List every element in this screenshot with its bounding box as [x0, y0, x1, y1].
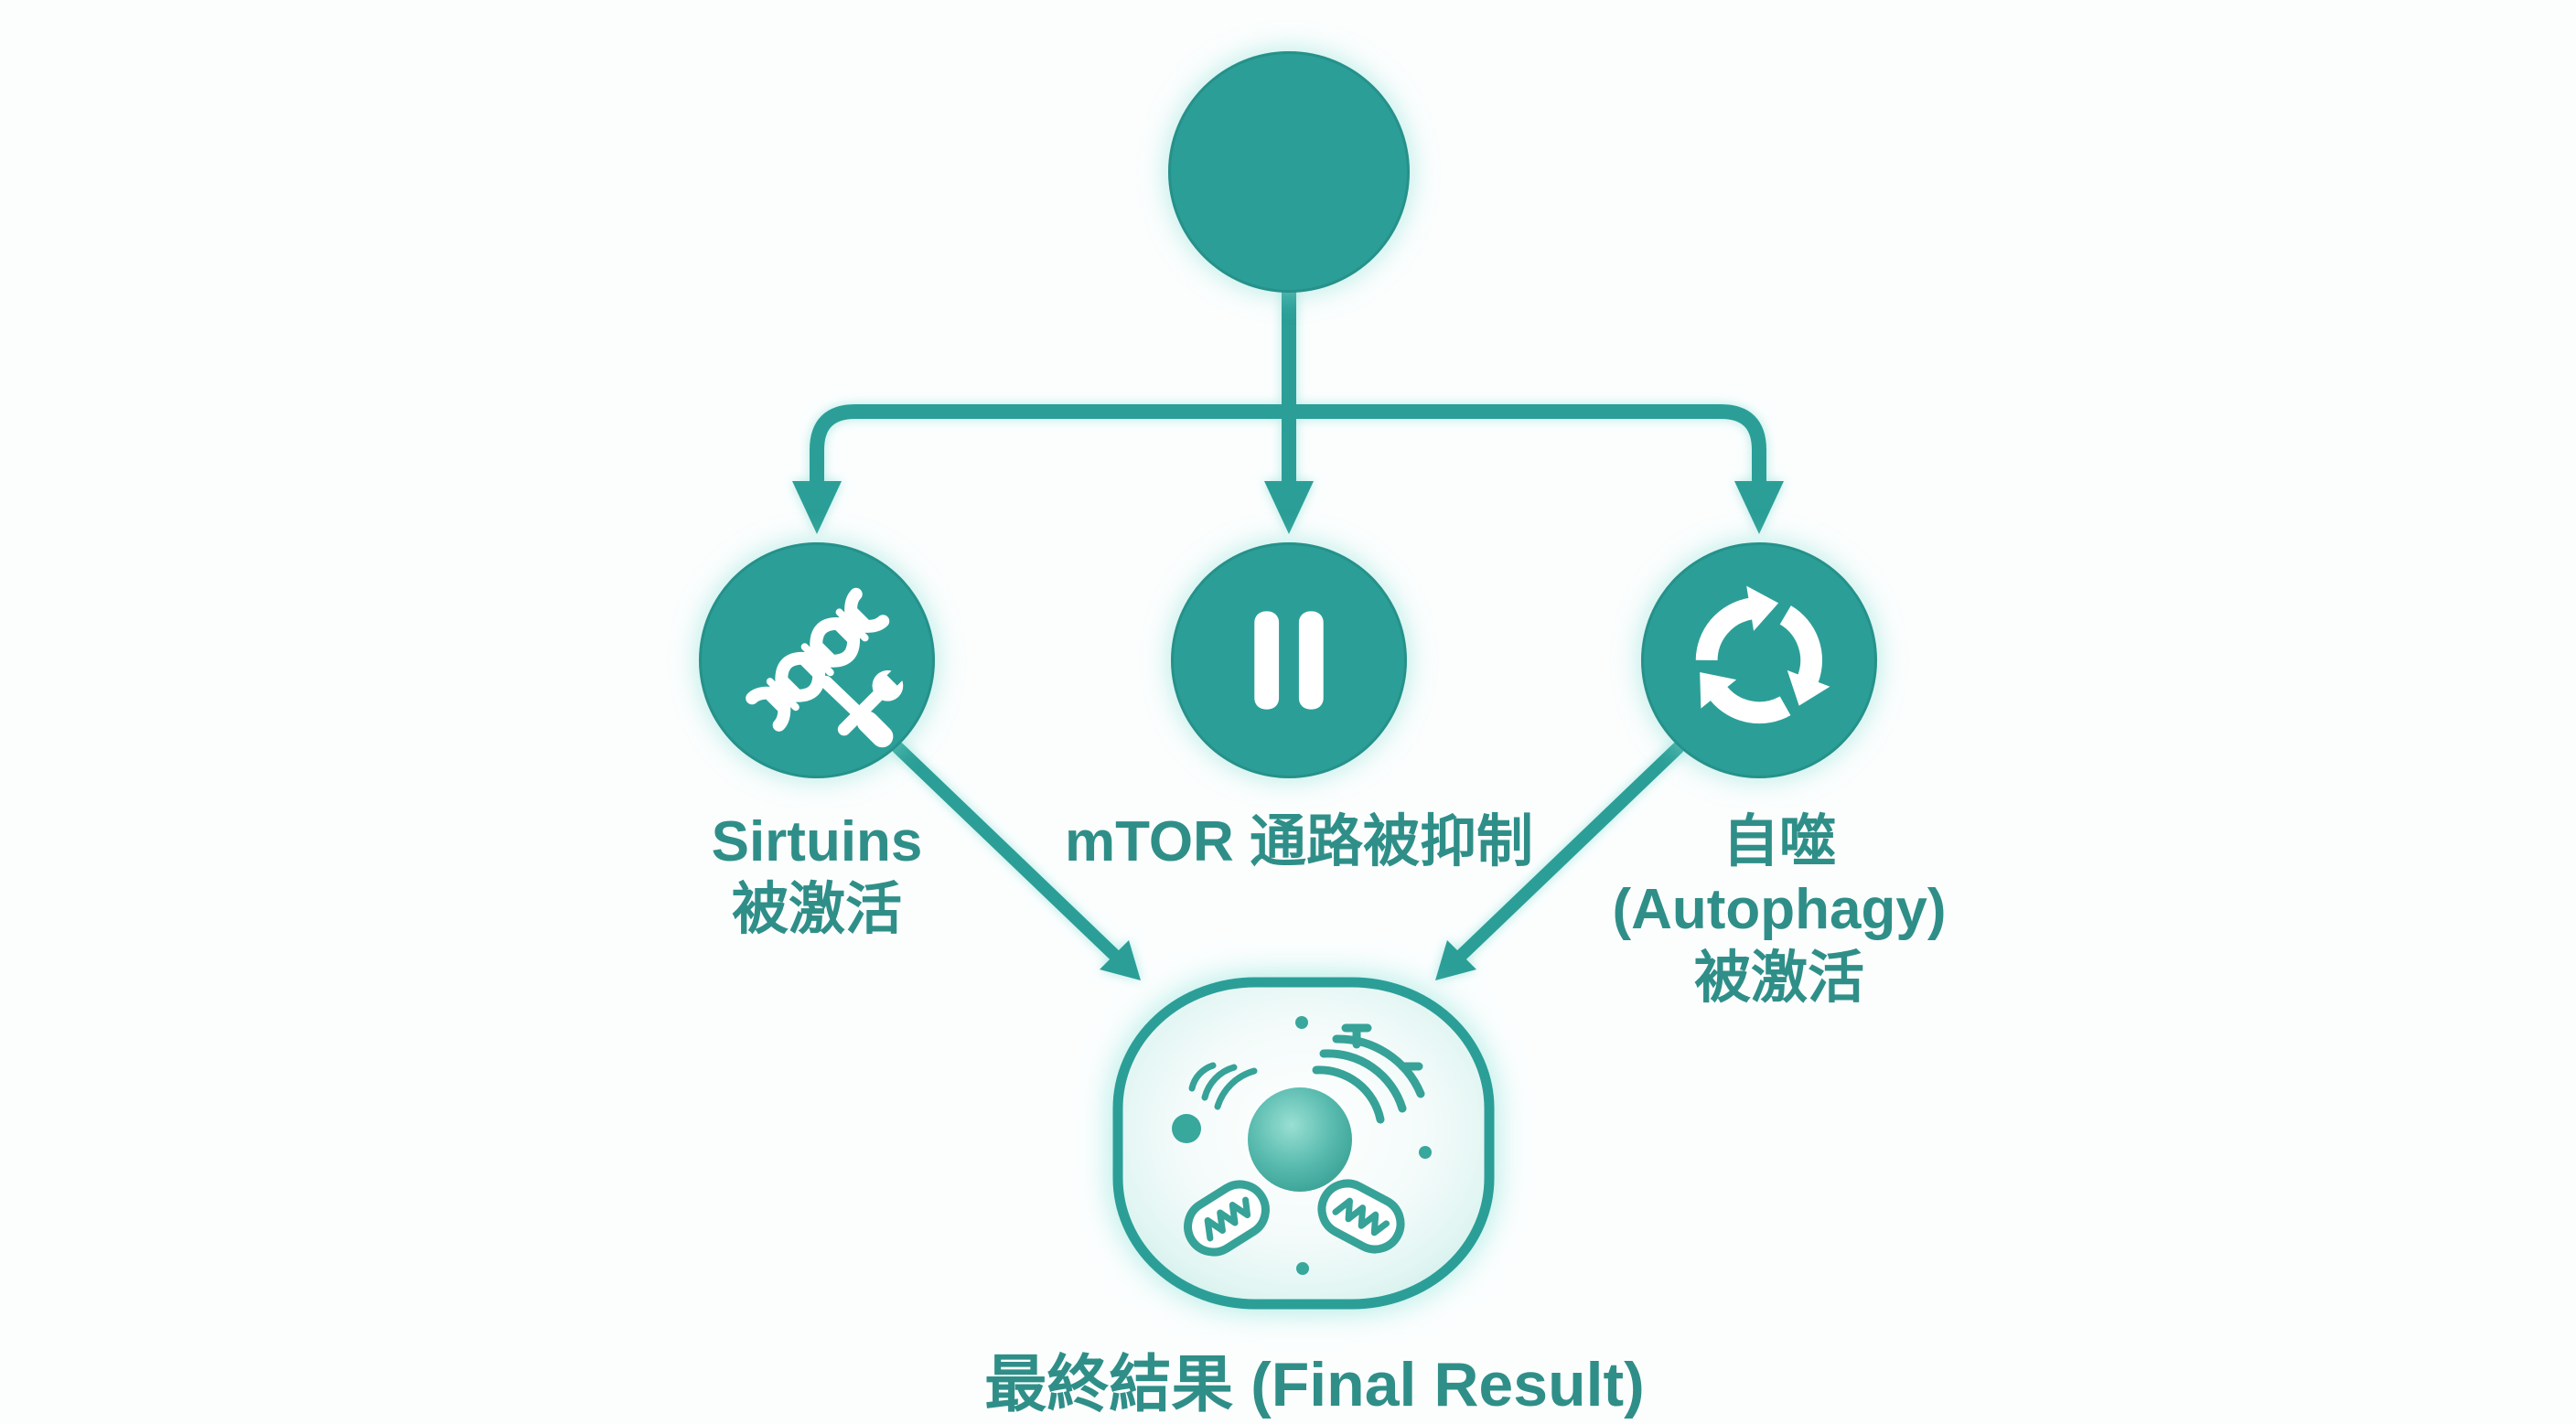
- label-autophagy-line2: (Autophagy): [1612, 878, 1947, 942]
- cell-icon: [1112, 977, 1495, 1310]
- final-result-label: 最終結果 (Final Result): [984, 1350, 1645, 1419]
- dna-repair-icon: [746, 587, 915, 748]
- mitochondrion-right: [1317, 1179, 1405, 1254]
- label-autophagy: 自噬 (Autophagy) 被激活: [1612, 808, 1946, 1012]
- left-branch-line: [810, 404, 1296, 490]
- result-node-cell: [1084, 942, 1523, 1344]
- er-arcs: [1188, 1062, 1258, 1110]
- sirtuins-to-cell-line: [892, 742, 1121, 961]
- pause-icon: [1254, 611, 1324, 710]
- label-autophagy-line1: 自噬: [1722, 810, 1837, 873]
- node-sirtuins: [699, 542, 935, 778]
- label-mtor: mTOR 通路被抑制: [1065, 808, 1533, 876]
- recycle-icon: [1695, 585, 1830, 724]
- label-sirtuins: Sirtuins 被激活: [712, 808, 923, 945]
- vesicle: [1172, 1114, 1201, 1143]
- arrowheads: [792, 481, 1784, 534]
- tools-glyph: [819, 658, 915, 748]
- node-autophagy: [1641, 542, 1877, 778]
- right-branch-line: [1282, 404, 1766, 490]
- label-autophagy-line3: 被激活: [1693, 946, 1865, 1010]
- label-mtor-line1: mTOR 通路被抑制: [1064, 810, 1534, 873]
- golgi: [1312, 1023, 1425, 1124]
- autophagy-to-cell-line: [1455, 742, 1684, 961]
- label-sirtuins-line1: Sirtuins: [711, 810, 923, 873]
- root-node: [1168, 51, 1410, 293]
- label-sirtuins-line2: 被激活: [731, 878, 902, 942]
- nucleus: [1248, 1087, 1352, 1192]
- mitochondrion-left: [1184, 1180, 1270, 1257]
- node-mtor: [1171, 542, 1407, 778]
